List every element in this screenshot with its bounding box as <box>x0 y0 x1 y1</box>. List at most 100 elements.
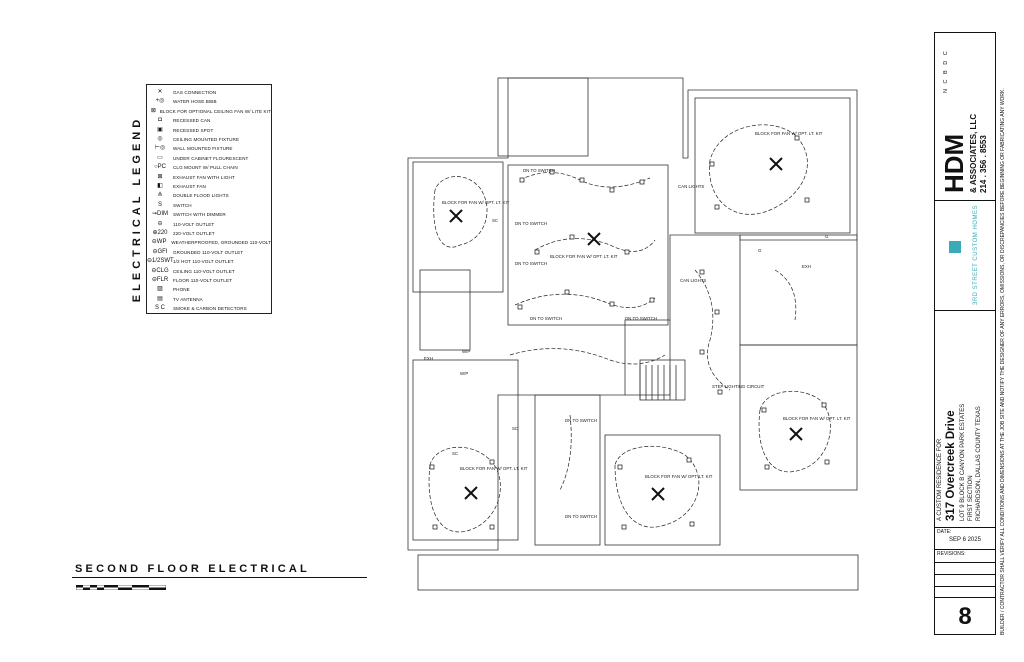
legend-label: CLG MOUNT W/ PULL CHAIN <box>173 165 238 171</box>
legend-title: ELECTRICAL LEGEND <box>127 108 147 318</box>
interior-wall <box>625 320 671 396</box>
electrical-legend: ✕GAS CONNECTION+◎WATER HOSE BIBB⊠BLOCK F… <box>146 84 272 314</box>
date-label: DATE: <box>937 529 952 535</box>
lot-info: LOT 9 BLOCK B CANYON PARK ESTATES <box>960 403 966 521</box>
section-info: FIRST SECTION <box>968 475 974 521</box>
legend-label: 110-VOLT OUTLET <box>173 221 215 227</box>
date-value: SEP 6 2025 <box>949 537 981 543</box>
legend-item: ⊖ 110-VOLT OUTLET <box>147 220 271 229</box>
legend-label: RECESSED CAN <box>173 118 211 124</box>
legend-label: SMOKE & CARBON DETECTORS <box>173 306 247 312</box>
legend-symbol: ▣ <box>157 126 163 133</box>
disclaimer: BUILDER / CONTRACTOR SHALL VERIFY ALL CO… <box>1000 88 1006 635</box>
city-info: RICHARDSON, DALLAS COUNTY TEXAS <box>976 406 982 521</box>
legend-label: SWITCH <box>173 202 192 208</box>
legend-label: BLOCK FOR OPTIONAL CEILING FAN W/ LITE K… <box>159 108 271 114</box>
legend-label: CEILING 110-VOLT OUTLET <box>173 268 235 274</box>
legend-label: RECESSED SPOT <box>173 127 214 133</box>
fan-label-bed3: BLOCK FOR FAN W/ OPT. LT. KIT <box>645 474 713 479</box>
legend-symbol: ▭ <box>157 154 163 161</box>
legend-label: EXHAUST FAN WITH LIGHT <box>173 174 235 180</box>
legend-symbol: S <box>157 201 162 208</box>
dn-switch-7: DN TO SWITCH <box>565 514 597 519</box>
date-section: DATE: SEP 6 2025 <box>935 528 995 550</box>
bedroom-2-wall <box>412 359 519 541</box>
legend-symbol: ⊖FLR <box>151 277 169 283</box>
legend-label: TV ANTENNA <box>173 296 203 302</box>
legend-item: ◘ RECESSED CAN <box>147 116 271 125</box>
legend-symbol: ◎ <box>157 136 163 142</box>
dn-switch-1: DN TO SWITCH <box>523 168 555 173</box>
wp-label-2: W/P <box>460 371 468 376</box>
bedroom-3-wall <box>604 434 721 546</box>
legend-label: EXHAUST FAN <box>173 184 206 189</box>
legend-label: GAS CONNECTION <box>173 90 217 95</box>
legend-symbol: ✕ <box>157 89 163 95</box>
legend-item: ⊖CLG CEILING 110-VOLT OUTLET <box>147 267 271 276</box>
legend-item: ⋔DOUBLE FLOOD LIGHTS <box>147 191 271 200</box>
firm-name: & ASSOCIATES, LLC <box>969 113 978 193</box>
wp-label-1: W/P <box>462 349 470 354</box>
legend-symbol: ⊖ <box>157 220 163 227</box>
g-label-1: G <box>758 248 762 253</box>
legend-label: PHONE <box>173 287 190 293</box>
legend-item: ▣ RECESSED SPOT <box>147 126 271 135</box>
legend-label: FLOOR 110-VOLT OUTLET <box>173 278 233 283</box>
exh-label-2: EXH <box>424 356 433 361</box>
legend-symbol: ◘ <box>158 117 162 124</box>
legend-title-text: ELECTRICAL LEGEND <box>131 115 143 303</box>
builder-logo-mark <box>949 241 961 253</box>
floor-plan: BLOCK FOR FAN W/ OPT. LT. KIT BLOCK FOR … <box>407 77 859 591</box>
legend-item: ▭ UNDER CABINET FLOURESCENT <box>147 154 271 163</box>
legend-label: UNDER CABINET FLOURESCENT <box>173 155 249 161</box>
bath-1-wall <box>419 269 471 351</box>
legend-label: GROUNDED 110-VOLT OUTLET <box>173 249 244 255</box>
can-lights-2: CAN LIGHTS <box>680 278 706 283</box>
sc-label-3: SC <box>452 451 458 456</box>
graphic-scale <box>76 585 166 590</box>
builder-logo: 3RD STREET CUSTOM HOMES <box>973 205 979 305</box>
sc-label-2: SC <box>512 426 518 431</box>
legend-label: 1/2 HOT 110-VOLT OUTLET <box>173 259 234 265</box>
project-address: 317 Overcreek Drive <box>945 410 957 521</box>
stair-treads <box>639 365 677 400</box>
legend-item: +◎WATER HOSE BIBB <box>147 97 271 106</box>
legend-item: ⊖GFI GROUNDED 110-VOLT OUTLET <box>147 248 271 257</box>
legend-symbol: ⊢◎ <box>154 145 166 152</box>
legend-item: ⊕220 220-VOLT OUTLET <box>147 229 271 238</box>
dn-switch-5: DN TO SWITCH <box>625 316 657 321</box>
legend-symbol: ⊠ <box>157 173 163 180</box>
legend-item: ✕ GAS CONNECTION <box>147 88 271 97</box>
legend-label: 220-VOLT OUTLET <box>173 231 215 236</box>
bedroom-1-wall <box>412 161 504 293</box>
revisions-section: REVISIONS: <box>935 550 995 598</box>
can-lights-1: CAN LIGHTS <box>678 184 704 189</box>
legend-symbol: ⊖CLG <box>151 267 169 274</box>
legend-symbol: ⊕220 <box>152 230 168 236</box>
recessed-cans <box>429 135 830 530</box>
dn-switch-3: DN TO SWITCH <box>515 261 547 266</box>
fan-label-game: BLOCK FOR FAN W/ OPT. LT. KIT <box>550 254 618 259</box>
legend-symbol: ⊠ <box>150 107 156 114</box>
firm-section: N C B D C HDM & ASSOCIATES, LLC 214 . 35… <box>935 33 995 201</box>
exh-label-1: EXH <box>802 264 811 269</box>
legend-symbol: ▤ <box>157 295 163 302</box>
porch-outline <box>417 554 859 591</box>
sheet-number: 8 <box>958 602 972 630</box>
legend-symbol: ⊖1/2SWT <box>147 258 174 265</box>
master-wall <box>694 97 851 234</box>
fan-label-bed1: BLOCK FOR FAN W/ OPT. LT. KIT <box>442 200 510 205</box>
builder-logo-section: 3RD STREET CUSTOM HOMES <box>935 201 995 311</box>
floor-title: SECOND FLOOR ELECTRICAL <box>75 563 310 575</box>
bedroom-4-wall <box>739 344 858 491</box>
legend-label: DOUBLE FLOOD LIGHTS <box>173 193 229 199</box>
legend-symbol: ◧ <box>157 183 163 189</box>
balcony <box>497 77 589 157</box>
legend-symbol: +◎ <box>155 98 165 105</box>
legend-symbol: ⊖GFI <box>152 248 168 255</box>
legend-label: CEILING MOUNTED FIXTURE <box>173 137 240 142</box>
dn-switch-2: DN TO SWITCH <box>515 221 547 226</box>
